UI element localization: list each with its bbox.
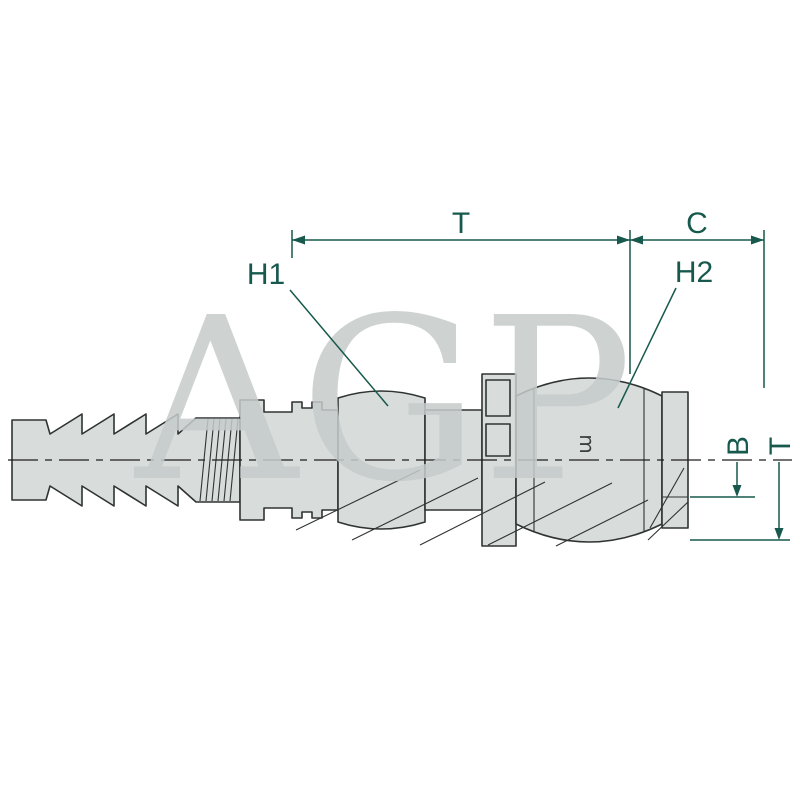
label-t-top: T xyxy=(452,207,470,240)
groove-flange xyxy=(481,373,517,547)
crimp-hatch xyxy=(199,418,239,502)
label-b-right-group: B xyxy=(722,436,755,456)
label-b-right: B xyxy=(722,436,755,456)
arrow-c-right xyxy=(751,235,764,245)
label-h1: H1 xyxy=(247,258,285,291)
cone-seat-line-2 xyxy=(647,501,689,541)
label-h2: H2 xyxy=(675,256,713,289)
dimension-arrowheads xyxy=(292,235,784,540)
arrow-t-right-down xyxy=(774,528,784,540)
label-t-right-group: T xyxy=(764,437,797,455)
arrow-t-left xyxy=(292,235,305,245)
groove-detail-lower xyxy=(485,423,511,457)
label-c-top: C xyxy=(686,207,708,240)
dimension-annotations xyxy=(289,230,790,541)
cone-seat-line-1 xyxy=(649,467,685,529)
leader-h1 xyxy=(289,289,389,407)
label-t-right: T xyxy=(764,437,797,455)
arrow-c-left xyxy=(630,235,643,245)
leader-h2 xyxy=(617,287,677,409)
groove-detail-upper xyxy=(485,379,511,417)
arrow-t-right xyxy=(617,235,630,245)
detail-lines xyxy=(199,389,689,547)
section-cut-lines xyxy=(295,469,649,547)
arrow-b-down xyxy=(732,485,742,497)
nut-stamp: m xyxy=(575,434,599,453)
